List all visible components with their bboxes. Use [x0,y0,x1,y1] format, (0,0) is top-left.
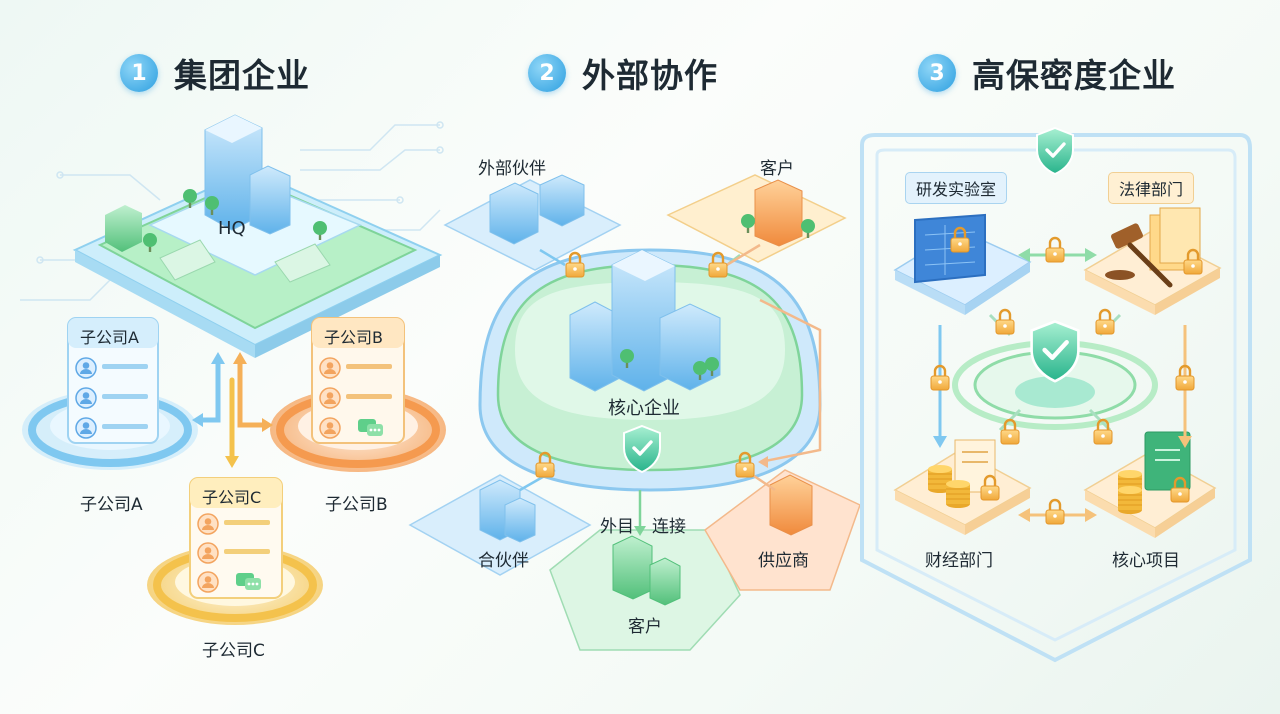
panel-title-collab: 2 外部协作 [528,48,718,98]
sub-b-label: 子公司B [325,495,388,515]
core-platform [478,248,822,492]
finance-tile [893,439,1032,535]
customer-top-tile [666,174,847,263]
legal-tag: 法律部门 [1108,172,1195,204]
sub-b-card [311,317,405,444]
core-project-label: 核心项目 [1112,551,1180,571]
step-number-badge: 2 [528,54,566,92]
customer-top-label: 客户 [760,159,794,179]
sub-a-label: 子公司A [80,495,143,515]
ext-partner-label: 外部伙伴 [478,159,546,179]
sub-a-card [67,317,159,444]
sub-b-card-title: 子公司B [324,328,383,347]
lock-icon [994,308,1016,336]
supplier-label: 供应商 [758,551,809,571]
hq-platform [72,168,443,358]
rnd-lab-tag: 研发实验室 [905,172,1008,204]
step-number-badge: 1 [120,54,158,92]
rnd-lab-tile [893,213,1032,315]
panel-title-secure: 3 高保密度企业 [918,48,1176,98]
panel-title-text: 高保密度企业 [972,56,1176,95]
ext-connect-label-2: 连接 [652,517,686,537]
partner-tile [408,474,592,576]
sub-c-card-title: 子公司C [202,488,262,507]
panel-title-group: 1 集团企业 [120,48,310,98]
supplier-tile [704,469,861,591]
panel-title-text: 外部协作 [582,56,718,95]
ext-partner-tile [443,174,622,271]
lock-icon [1044,498,1066,526]
sub-c-card [189,477,283,599]
customer-bottom-label: 客户 [628,617,662,637]
core-enterprise-label: 核心企业 [608,398,680,419]
sub-c-label: 子公司C [202,641,265,661]
panel-title-text: 集团企业 [174,56,310,95]
hq-building [105,114,327,252]
core-project-tile [1083,431,1217,538]
center-shield-platform [952,321,1158,430]
legal-tile [1083,207,1222,315]
group-arrows [192,352,273,468]
customer-bottom-tile [549,529,741,651]
top-shield-icon [1035,126,1075,176]
security-enclosure [860,133,1252,663]
lock-icon [1044,236,1066,264]
hq-label: HQ [218,218,246,239]
lock-icon [1094,308,1116,336]
partner-label: 合伙伴 [478,551,529,571]
finance-label: 财经部门 [925,551,993,571]
sub-a-card-title: 子公司A [80,328,139,347]
step-number-badge: 3 [918,54,956,92]
ext-connect-label-1: 外目 [600,517,634,537]
